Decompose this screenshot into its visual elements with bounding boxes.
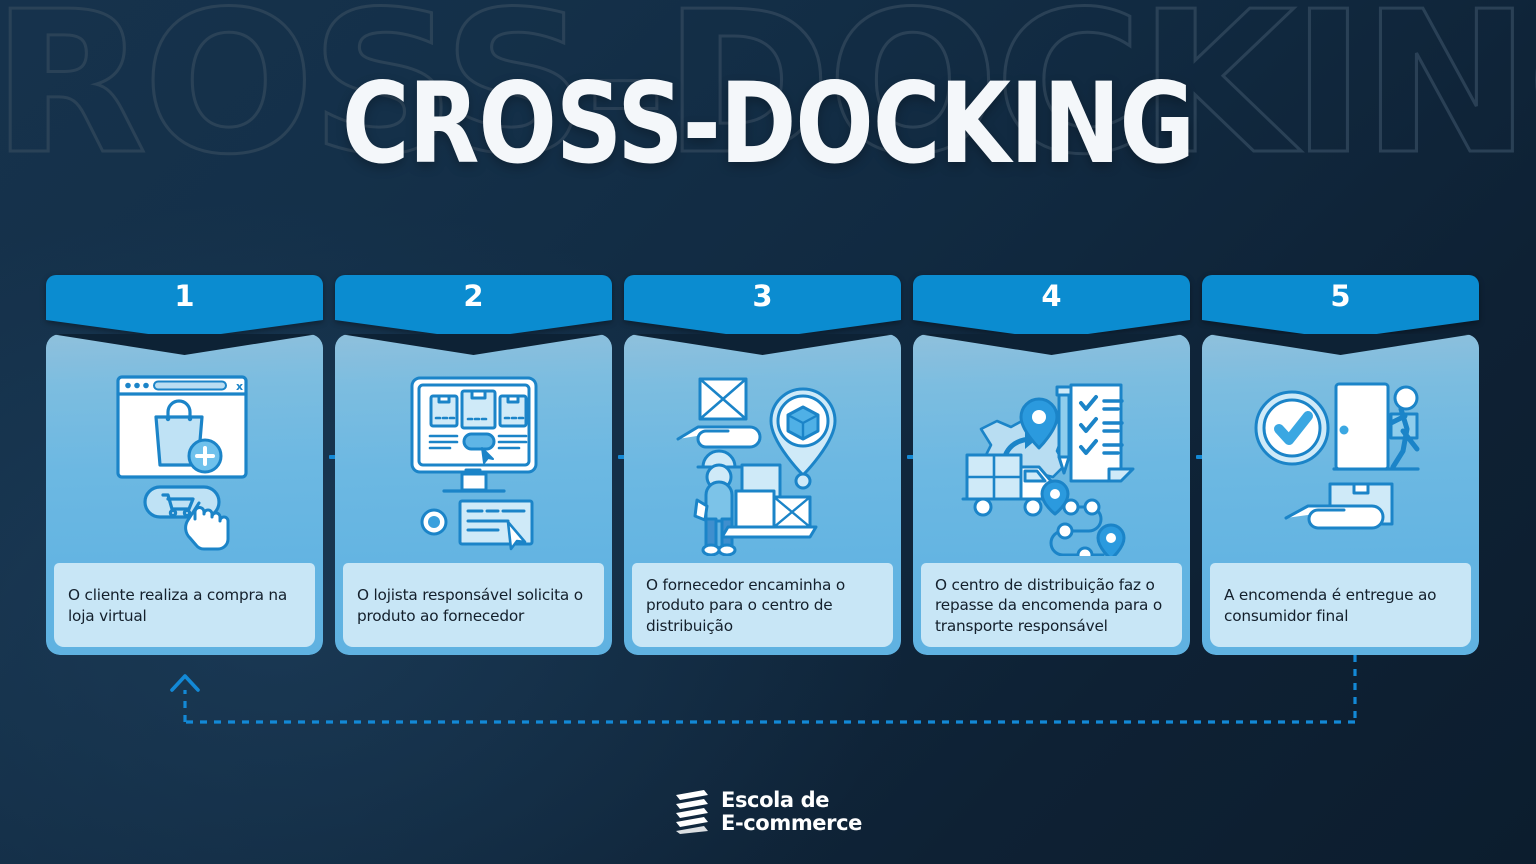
browser-shopping-bag-cart-cursor-icon: x — [46, 356, 323, 571]
step-number-badge-4: 4 — [913, 275, 1190, 320]
stacked-layers-logo-icon — [676, 790, 708, 835]
svg-text:x: x — [236, 380, 243, 393]
step-card-body-4: O centro de distribuição faz o repasse d… — [913, 334, 1190, 655]
monitor-product-catalog-form-cursor-icon — [335, 356, 612, 571]
step-card-body-1: x — [46, 334, 323, 655]
step-card-body-2: O lojista responsável solicita o produto… — [335, 334, 612, 655]
brand-line-1: Escola de — [721, 787, 830, 812]
step-card-body-3: O fornecedor encaminha o produto para o … — [624, 334, 901, 655]
step-card-4[interactable]: 4 — [913, 275, 1190, 655]
page-title: CROSS-DOCKING — [341, 58, 1195, 189]
step-card-2[interactable]: 2 — [335, 275, 612, 655]
delivery-truck-map-checklist-route-icon — [913, 356, 1190, 571]
step-number-badge-3: 3 — [624, 275, 901, 320]
step-caption-5: A encomenda é entregue ao consumidor fin… — [1210, 563, 1471, 647]
step-number-badge-2: 2 — [335, 275, 612, 320]
brand-line-2: E-commerce — [721, 811, 862, 836]
step-caption-1: O cliente realiza a compra na loja virtu… — [54, 563, 315, 647]
step-caption-4: O centro de distribuição faz o repasse d… — [921, 563, 1182, 647]
step-card-body-5: A encomenda é entregue ao consumidor fin… — [1202, 334, 1479, 655]
check-circle-door-delivery-hand-box-icon — [1202, 356, 1479, 571]
steps-row: 1 x — [46, 275, 1490, 655]
step-number-badge-1: 1 — [46, 275, 323, 320]
step-card-1[interactable]: 1 x — [46, 275, 323, 655]
brand-name: Escola de E-commerce — [721, 787, 862, 836]
step-card-5[interactable]: 5 — [1202, 275, 1479, 655]
hand-package-location-pin-warehouse-worker-icon — [624, 356, 901, 571]
step-caption-2: O lojista responsável solicita o produto… — [343, 563, 604, 647]
step-number-badge-5: 5 — [1202, 275, 1479, 320]
step-card-3[interactable]: 3 — [624, 275, 901, 655]
step-caption-3: O fornecedor encaminha o produto para o … — [632, 563, 893, 647]
brand-logo: Escola de E-commerce — [674, 787, 862, 836]
ghost-title-watermark: CROSS-DOCKING — [0, 0, 1536, 198]
